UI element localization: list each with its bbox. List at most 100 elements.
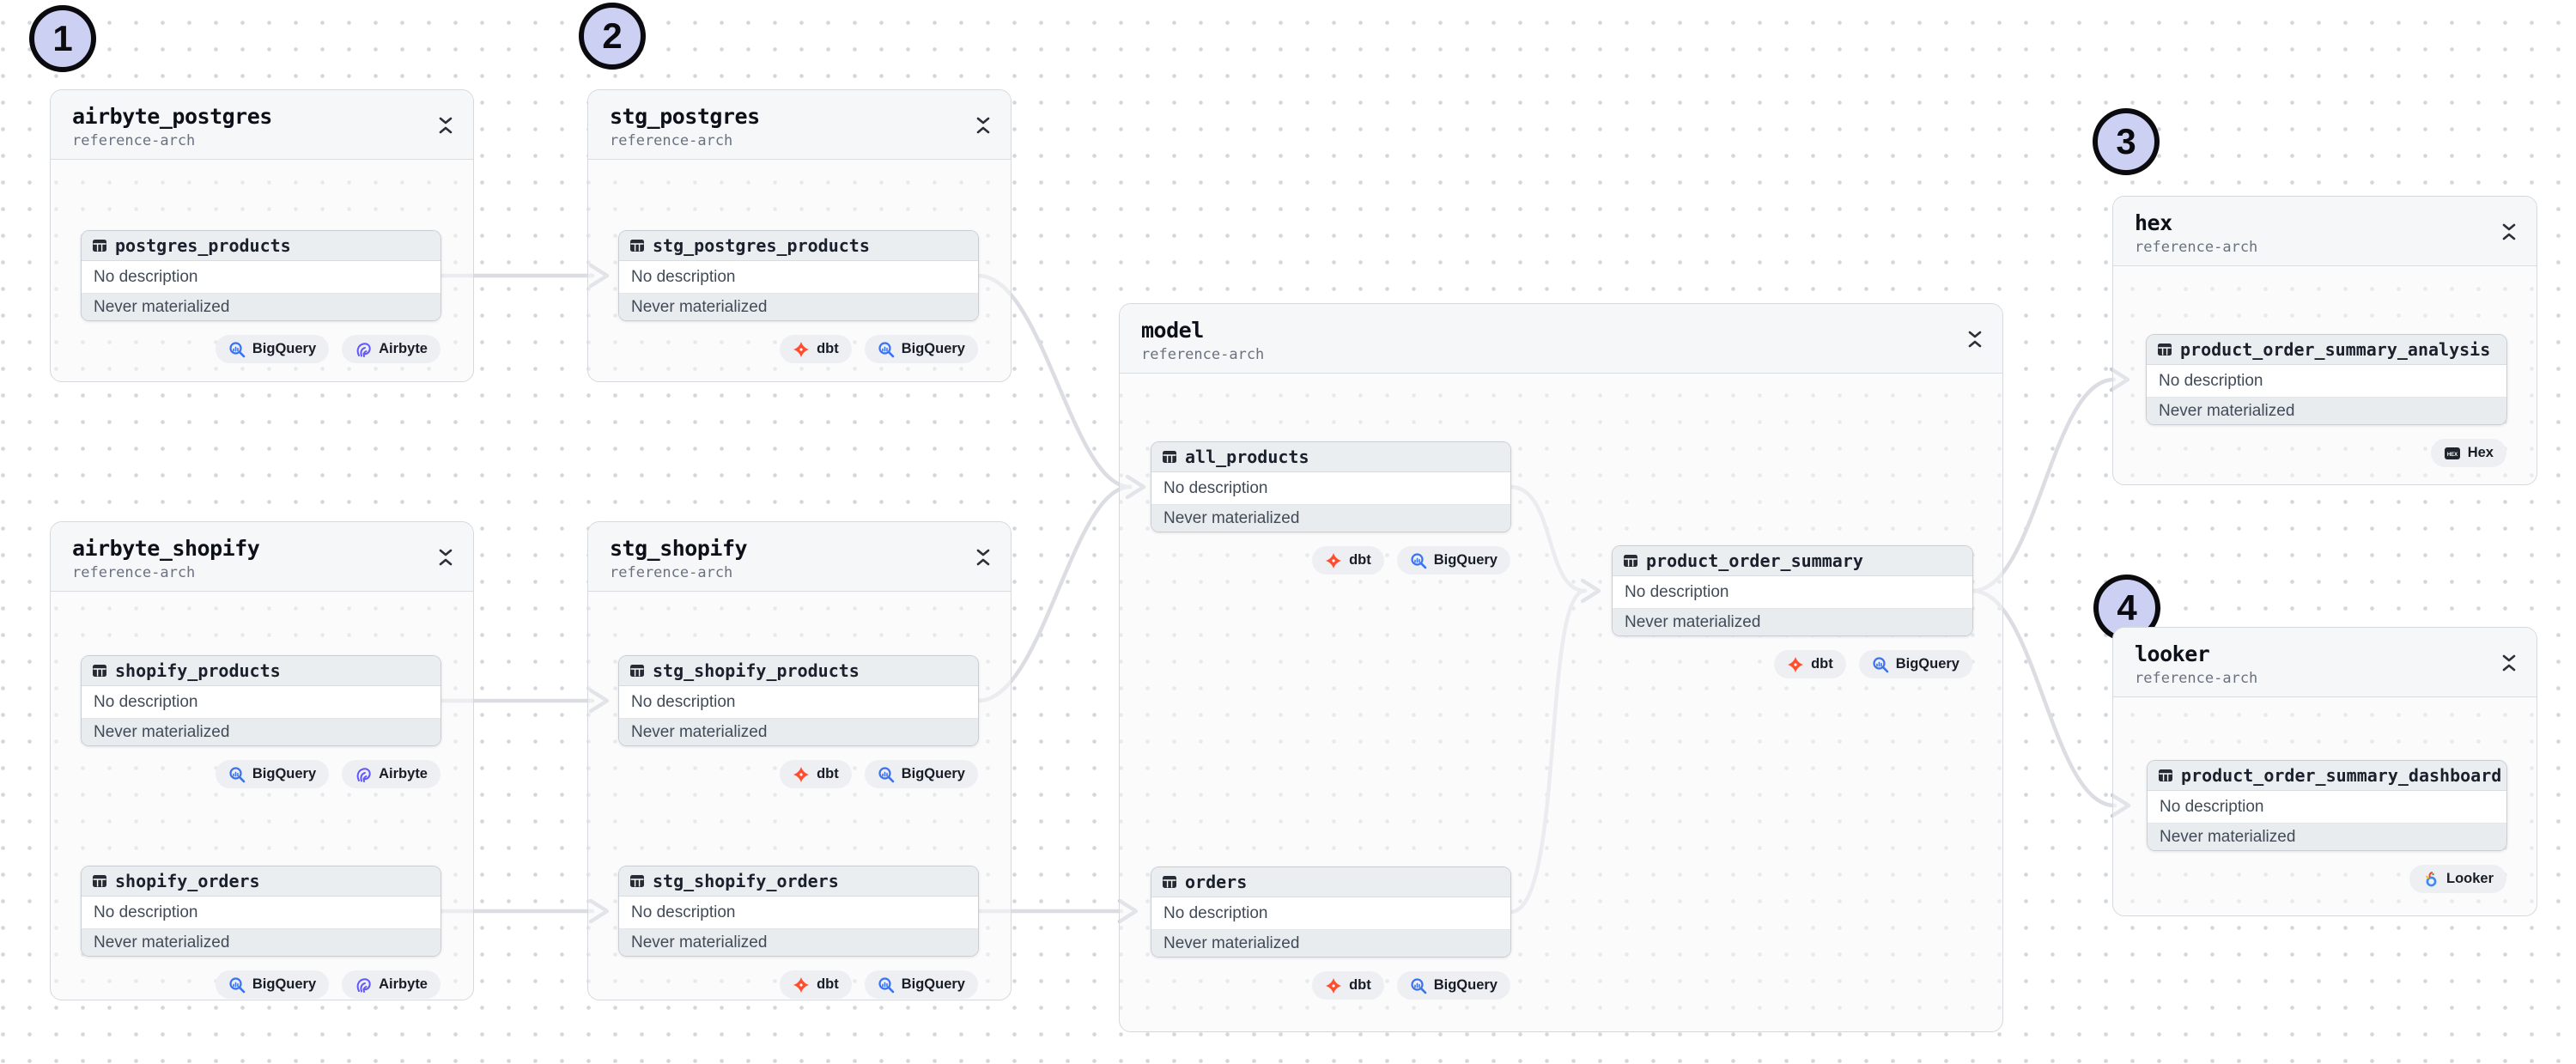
asset-name-row: all_products	[1151, 442, 1510, 472]
collapse-icon[interactable]	[2500, 222, 2518, 241]
step-badge-label: 1	[52, 18, 73, 58]
tag-bigquery[interactable]: BigQuery	[1396, 546, 1510, 575]
tag-airbyte[interactable]: Airbyte	[342, 335, 440, 363]
asset-node-all_products[interactable]: all_products No description Never materi…	[1151, 441, 1511, 575]
asset-name-row: product_order_summary_dashboard	[2148, 761, 2506, 791]
airbyte-icon	[356, 977, 371, 993]
asset-name-row: product_order_summary_analysis	[2147, 335, 2506, 365]
asset-name: all_products	[1185, 447, 1309, 467]
tag-bigquery[interactable]: BigQuery	[215, 970, 330, 999]
asset-description: No description	[2148, 791, 2506, 824]
asset-name-row: postgres_products	[82, 231, 440, 261]
tag-bigquery[interactable]: BigQuery	[864, 970, 978, 999]
tag-label: dbt	[1811, 656, 1833, 672]
tag-bigquery[interactable]: BigQuery	[215, 335, 330, 363]
group-airbyte_shopify[interactable]: airbyte_shopify reference-arch shopify_p…	[50, 521, 474, 1000]
asset-name: postgres_products	[115, 235, 291, 256]
asset-status: Never materialized	[619, 719, 978, 745]
table-icon	[629, 873, 645, 889]
group-looker[interactable]: looker reference-arch product_order_summ…	[2112, 627, 2537, 916]
asset-tags: dbt BigQuery	[780, 335, 978, 363]
asset-tags: BigQuery Airbyte	[215, 970, 440, 999]
asset-tags: dbt BigQuery	[780, 760, 978, 788]
asset-tags: BigQuery Airbyte	[215, 760, 440, 788]
tag-bigquery[interactable]: BigQuery	[1858, 650, 1972, 678]
tag-label: BigQuery	[252, 976, 317, 992]
tag-label: BigQuery	[901, 766, 965, 781]
tag-label: dbt	[817, 976, 839, 992]
asset-status: Never materialized	[619, 929, 978, 956]
asset-node-stg_shopify_orders[interactable]: stg_shopify_orders No description Never …	[618, 866, 979, 999]
dbt-icon	[793, 766, 810, 782]
tag-dbt[interactable]: dbt	[1312, 546, 1384, 575]
collapse-icon[interactable]	[2500, 654, 2518, 672]
tag-dbt[interactable]: dbt	[780, 970, 852, 999]
group-title: looker	[2135, 641, 2210, 666]
asset-status: Never materialized	[2148, 824, 2506, 850]
collapse-icon[interactable]	[1966, 330, 1984, 349]
tag-label: dbt	[817, 341, 839, 356]
tag-bigquery[interactable]: BigQuery	[215, 760, 330, 788]
bigquery-icon	[229, 341, 246, 357]
dbt-icon	[793, 341, 810, 357]
tag-label: Looker	[2445, 871, 2494, 886]
collapse-icon[interactable]	[975, 116, 992, 135]
group-header: hex reference-arch	[2113, 197, 2537, 266]
tag-dbt[interactable]: dbt	[780, 335, 852, 363]
asset-name: stg_shopify_products	[653, 660, 860, 681]
dbt-icon	[793, 976, 810, 993]
asset-status: Never materialized	[2147, 398, 2506, 424]
group-header: model reference-arch	[1120, 304, 2002, 374]
step-badge-3: 3	[2093, 108, 2160, 175]
tag-dbt[interactable]: dbt	[1312, 971, 1384, 1000]
collapse-icon[interactable]	[437, 548, 454, 567]
tag-bigquery[interactable]: BigQuery	[864, 335, 978, 363]
collapse-icon[interactable]	[975, 548, 992, 567]
asset-name-row: stg_postgres_products	[619, 231, 978, 261]
asset-node-product_order_summary_analysis[interactable]: product_order_summary_analysis No descri…	[2146, 334, 2507, 467]
tag-hex[interactable]: HEX Hex	[2430, 439, 2506, 467]
asset-status: Never materialized	[1613, 609, 1972, 635]
asset-node-postgres_products[interactable]: postgres_products No description Never m…	[81, 230, 441, 363]
group-stg_postgres[interactable]: stg_postgres reference-arch stg_postgres…	[587, 89, 1012, 382]
asset-node-orders[interactable]: orders No description Never materialized…	[1151, 866, 1511, 1000]
asset-node-product_order_summary_dashboard[interactable]: product_order_summary_dashboard No descr…	[2147, 760, 2507, 893]
asset-name: stg_shopify_orders	[653, 871, 839, 891]
tag-dbt[interactable]: dbt	[1774, 650, 1846, 678]
asset-name-row: orders	[1151, 867, 1510, 897]
asset-description: No description	[82, 261, 440, 294]
airbyte-icon	[356, 767, 371, 782]
group-title: airbyte_postgres	[72, 104, 272, 129]
asset-description: No description	[82, 686, 440, 719]
group-subtitle: reference-arch	[2135, 239, 2258, 256]
table-icon	[92, 873, 107, 889]
table-icon	[629, 238, 645, 253]
tag-looker[interactable]: Looker	[2409, 865, 2506, 893]
group-model[interactable]: model reference-arch all_products No des…	[1119, 303, 2003, 1032]
asset-node-product_order_summary[interactable]: product_order_summary No description Nev…	[1612, 545, 1973, 678]
tag-bigquery[interactable]: BigQuery	[1396, 971, 1510, 1000]
group-stg_shopify[interactable]: stg_shopify reference-arch stg_shopify_p…	[587, 521, 1012, 1000]
tag-label: BigQuery	[901, 976, 965, 992]
asset-status: Never materialized	[619, 294, 978, 320]
asset-description: No description	[619, 686, 978, 719]
group-airbyte_postgres[interactable]: airbyte_postgres reference-arch postgres…	[50, 89, 474, 382]
tag-bigquery[interactable]: BigQuery	[864, 760, 978, 788]
asset-node-stg_shopify_products[interactable]: stg_shopify_products No description Neve…	[618, 655, 979, 788]
tag-airbyte[interactable]: Airbyte	[342, 760, 440, 788]
asset-description: No description	[82, 897, 440, 929]
tag-label: BigQuery	[1433, 552, 1498, 568]
asset-name-row: shopify_products	[82, 656, 440, 686]
asset-node-shopify_products[interactable]: shopify_products No description Never ma…	[81, 655, 441, 788]
tag-airbyte[interactable]: Airbyte	[342, 970, 440, 999]
asset-name: stg_postgres_products	[653, 235, 870, 256]
tag-label: dbt	[1349, 977, 1371, 993]
tag-dbt[interactable]: dbt	[780, 760, 852, 788]
asset-node-stg_postgres_products[interactable]: stg_postgres_products No description Nev…	[618, 230, 979, 363]
group-hex[interactable]: hex reference-arch product_order_summary…	[2112, 196, 2537, 485]
collapse-icon[interactable]	[437, 116, 454, 135]
asset-status: Never materialized	[82, 719, 440, 745]
group-header: airbyte_shopify reference-arch	[51, 522, 473, 592]
asset-node-shopify_orders[interactable]: shopify_orders No description Never mate…	[81, 866, 441, 999]
